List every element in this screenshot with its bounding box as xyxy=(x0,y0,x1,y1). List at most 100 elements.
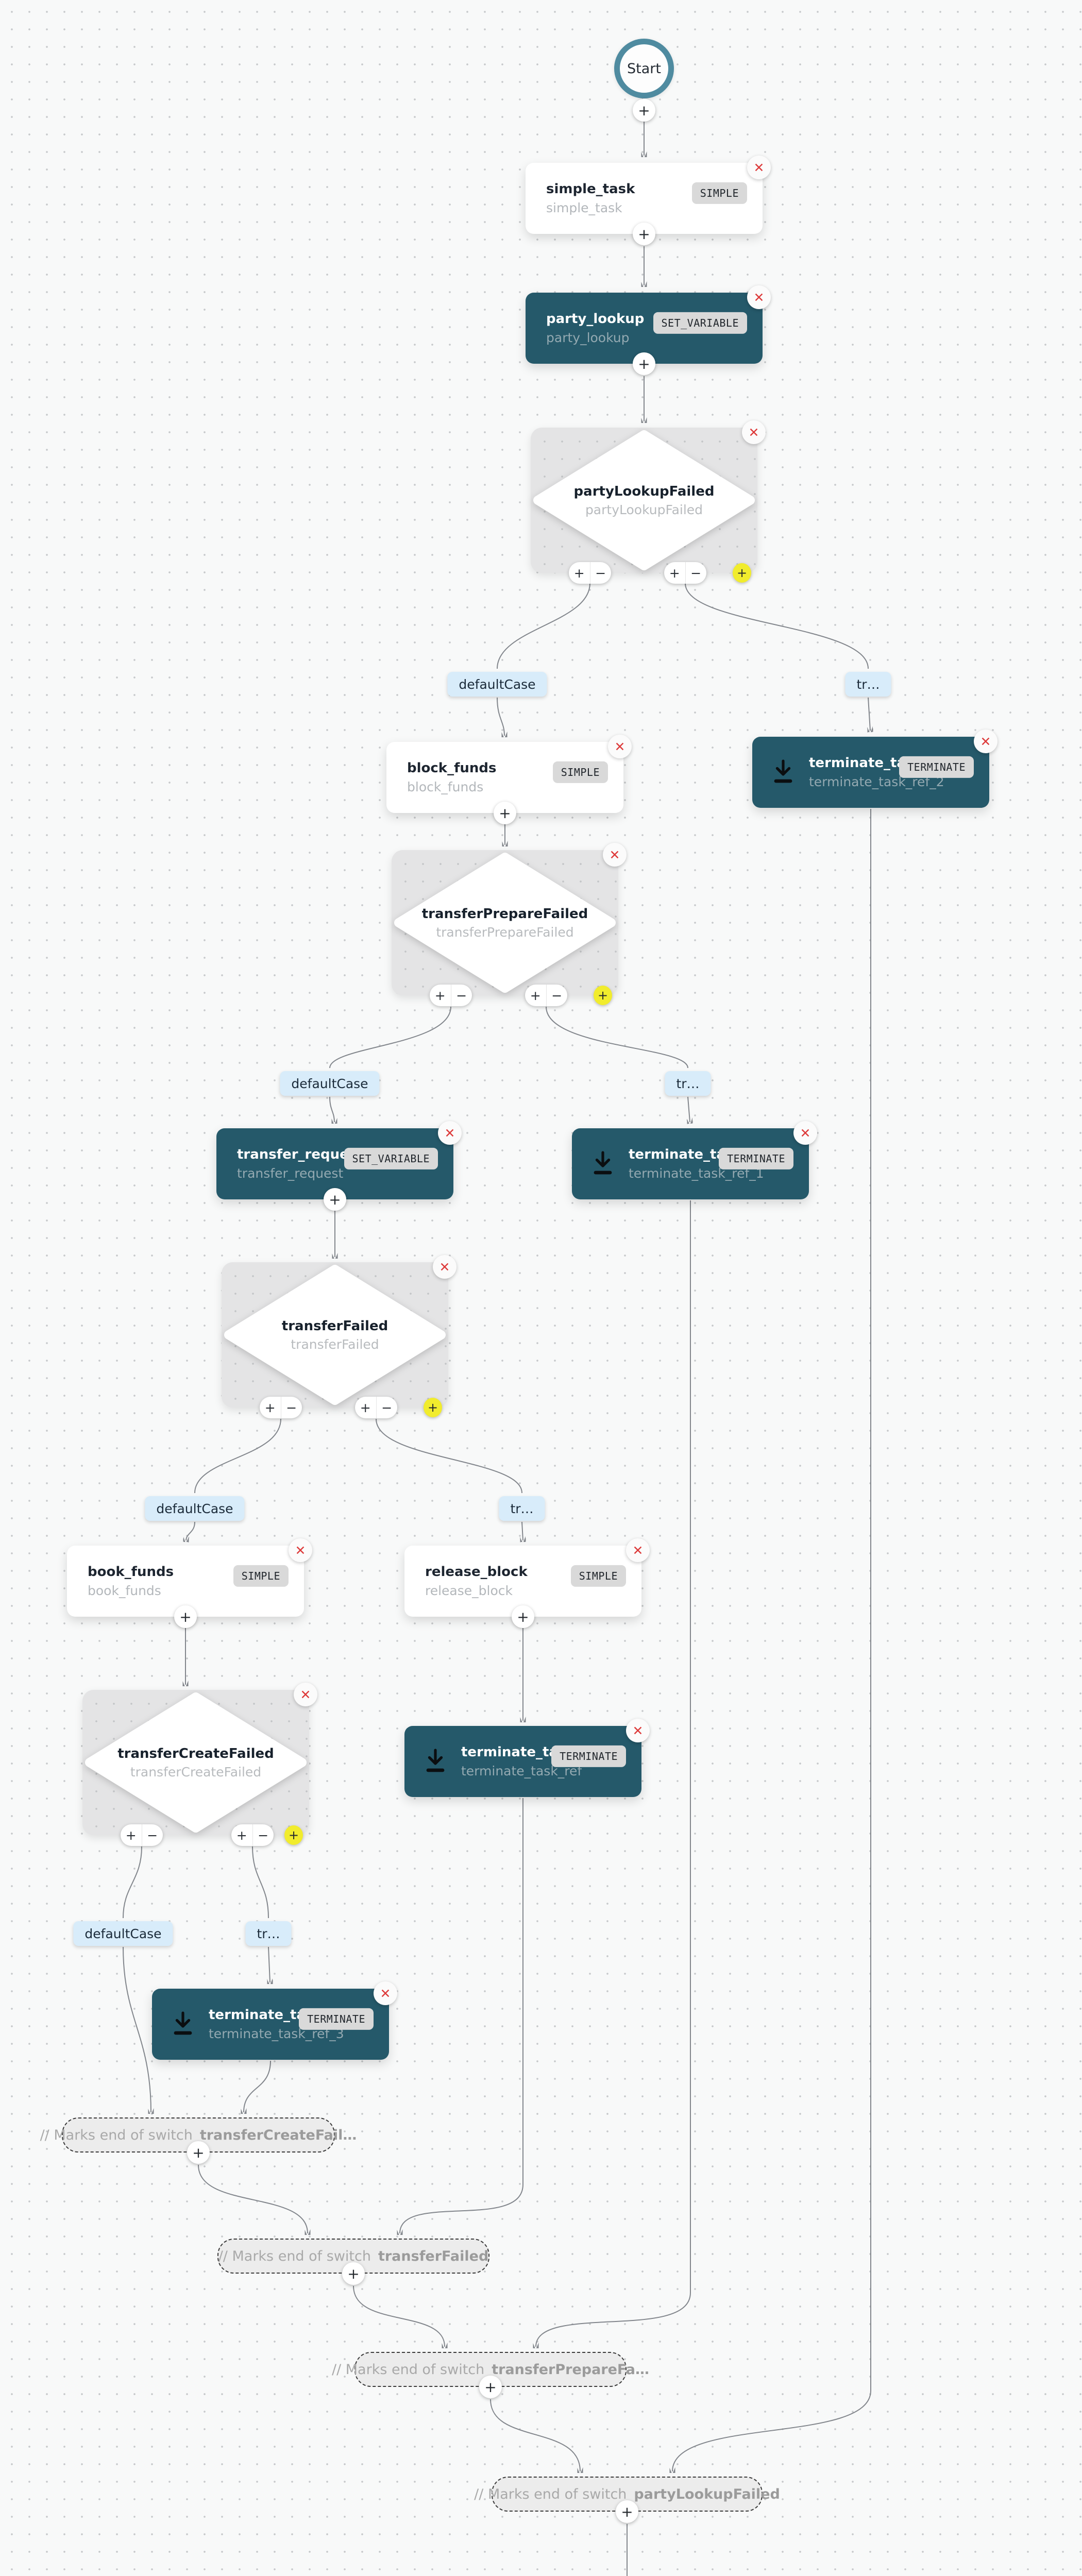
task-ref: block_funds xyxy=(407,779,484,794)
delete-switch-button[interactable]: ✕ xyxy=(294,1683,317,1706)
add-case-task-button[interactable]: + xyxy=(569,562,590,584)
remove-case-button[interactable]: − xyxy=(252,1824,274,1846)
remove-case-button[interactable]: − xyxy=(546,985,568,1006)
task-node-block_funds[interactable]: block_funds block_funds SIMPLE ✕ xyxy=(386,735,632,813)
remove-case-button[interactable]: − xyxy=(685,562,707,584)
task-node-party_lookup[interactable]: party_lookup party_lookup SET_VARIABLE ✕ xyxy=(526,285,771,364)
case-branch-controls[interactable]: + − xyxy=(260,1397,302,1418)
add-case-task-button[interactable]: + xyxy=(430,985,451,1006)
add-task-button[interactable]: + xyxy=(616,2500,638,2523)
task-node-book_funds[interactable]: book_funds book_funds SIMPLE ✕ xyxy=(67,1538,312,1617)
edge xyxy=(497,583,590,669)
add-switch-case-button[interactable]: + xyxy=(733,563,751,583)
add-task-button[interactable]: + xyxy=(512,1605,534,1628)
plus-icon: + xyxy=(484,2378,497,2396)
remove-case-button[interactable]: − xyxy=(376,1397,398,1418)
delete-task-button[interactable]: ✕ xyxy=(747,285,771,309)
edge xyxy=(672,809,871,2471)
minus-icon: − xyxy=(690,565,702,581)
add-task-button[interactable]: + xyxy=(174,1605,197,1628)
switch-node-transferFailed[interactable]: transferFailed transferFailed ✕ xyxy=(222,1255,457,1408)
close-icon: ✕ xyxy=(632,1723,644,1738)
delete-task-button[interactable]: ✕ xyxy=(608,735,632,758)
add-task-button[interactable]: + xyxy=(342,2262,365,2285)
add-task-button[interactable]: + xyxy=(494,802,516,824)
edge xyxy=(123,1946,151,2112)
case-branch-controls[interactable]: + − xyxy=(569,562,611,584)
task-node-simple_task[interactable]: simple_task simple_task SIMPLE ✕ xyxy=(526,156,771,234)
remove-case-button[interactable]: − xyxy=(450,985,472,1006)
add-task-button[interactable]: + xyxy=(187,2141,210,2164)
task-node-terminate_task_1[interactable]: terminate_task_1 terminate_task_ref_1 TE… xyxy=(572,1121,817,1199)
delete-switch-button[interactable]: ✕ xyxy=(433,1255,457,1279)
add-case-task-button[interactable]: + xyxy=(260,1397,281,1418)
remove-case-button[interactable]: − xyxy=(589,562,612,584)
add-task-button[interactable]: + xyxy=(633,223,655,245)
add-case-task-button[interactable]: + xyxy=(231,1824,252,1846)
add-case-task-button[interactable]: + xyxy=(664,562,685,584)
add-switch-case-button[interactable]: + xyxy=(594,986,612,1005)
switch-ref: partyLookupFailed xyxy=(585,502,703,517)
case-branch-controls[interactable]: + − xyxy=(355,1397,397,1418)
case-branch-controls[interactable]: + − xyxy=(430,985,472,1006)
edge xyxy=(522,1521,523,1540)
delete-task-button[interactable]: ✕ xyxy=(974,730,998,753)
add-case-task-button[interactable]: + xyxy=(355,1397,376,1418)
delete-task-button[interactable]: ✕ xyxy=(374,1981,397,2005)
task-node-transfer_request[interactable]: transfer_request transfer_request SET_VA… xyxy=(216,1121,462,1199)
switch-diamond xyxy=(224,1265,446,1405)
close-icon: ✕ xyxy=(439,1259,450,1275)
add-case-task-button[interactable]: + xyxy=(121,1824,142,1846)
remove-case-button[interactable]: − xyxy=(141,1824,163,1846)
close-icon: ✕ xyxy=(753,160,765,175)
delete-task-button[interactable]: ✕ xyxy=(747,156,771,179)
delete-switch-button[interactable]: ✕ xyxy=(742,420,766,444)
switch-ref: transferPrepareFailed xyxy=(436,924,574,940)
delete-task-button[interactable]: ✕ xyxy=(626,1719,650,1742)
case-branch-controls[interactable]: + − xyxy=(525,985,567,1006)
edge xyxy=(685,583,869,669)
add-switch-case-button[interactable]: + xyxy=(284,1825,303,1845)
delete-task-button[interactable]: ✕ xyxy=(289,1538,312,1562)
switch-title: transferFailed xyxy=(281,1318,388,1334)
task-title: block_funds xyxy=(407,760,497,776)
close-icon: ✕ xyxy=(980,734,991,749)
add-switch-case-button[interactable]: + xyxy=(424,1398,442,1417)
case-branch-controls[interactable]: + − xyxy=(664,562,706,584)
delete-task-button[interactable]: ✕ xyxy=(626,1538,650,1562)
start-node[interactable]: Start xyxy=(614,39,674,98)
delete-task-button[interactable]: ✕ xyxy=(793,1121,817,1145)
add-task-button[interactable]: + xyxy=(633,99,655,122)
remove-case-button[interactable]: − xyxy=(280,1397,302,1418)
switch-ref: transferCreateFailed xyxy=(130,1764,262,1780)
delete-switch-button[interactable]: ✕ xyxy=(603,843,627,867)
case-branch-controls[interactable]: + − xyxy=(121,1824,163,1846)
add-task-button[interactable]: + xyxy=(324,1188,346,1211)
switch-node-transferCreateFailed[interactable]: transferCreateFailed transferCreateFaile… xyxy=(82,1683,317,1835)
close-icon: ✕ xyxy=(444,1125,455,1141)
switch-node-transferPrepareFailed[interactable]: transferPrepareFailed transferPrepareFai… xyxy=(392,843,627,995)
plus-icon: + xyxy=(264,1400,276,1415)
plus-icon: + xyxy=(236,1827,247,1843)
add-task-button[interactable]: + xyxy=(633,352,655,375)
add-case-task-button[interactable]: + xyxy=(525,985,546,1006)
task-node-terminate_task_3[interactable]: terminate_task_3 terminate_task_ref_3 TE… xyxy=(152,1981,397,2060)
task-type-badge: TERMINATE xyxy=(899,756,974,778)
case-branch-controls[interactable]: + − xyxy=(231,1824,274,1846)
task-type-badge: SIMPLE xyxy=(233,1565,289,1587)
delete-task-button[interactable]: ✕ xyxy=(438,1121,462,1145)
task-node-release_block[interactable]: release_block release_block SIMPLE ✕ xyxy=(404,1538,650,1617)
edge xyxy=(497,697,504,736)
switch-node-partyLookupFailed[interactable]: partyLookupFailed partyLookupFailed ✕ xyxy=(531,420,766,573)
task-type-badge: SET_VARIABLE xyxy=(653,312,747,334)
marker-switch-name: partyLookupFailed xyxy=(634,2486,780,2502)
task-node-terminate_task[interactable]: terminate_task terminate_task_ref TERMIN… xyxy=(404,1719,650,1797)
add-task-button[interactable]: + xyxy=(479,2376,502,2398)
terminate-icon xyxy=(171,2011,195,2038)
task-ref: transfer_request xyxy=(237,1165,344,1181)
plus-icon: + xyxy=(288,1828,299,1842)
switch-diamond xyxy=(394,853,616,993)
task-node-terminate_task_2[interactable]: terminate_task_2 terminate_task_ref_2 TE… xyxy=(752,730,998,808)
switch-diamond xyxy=(85,1692,307,1833)
